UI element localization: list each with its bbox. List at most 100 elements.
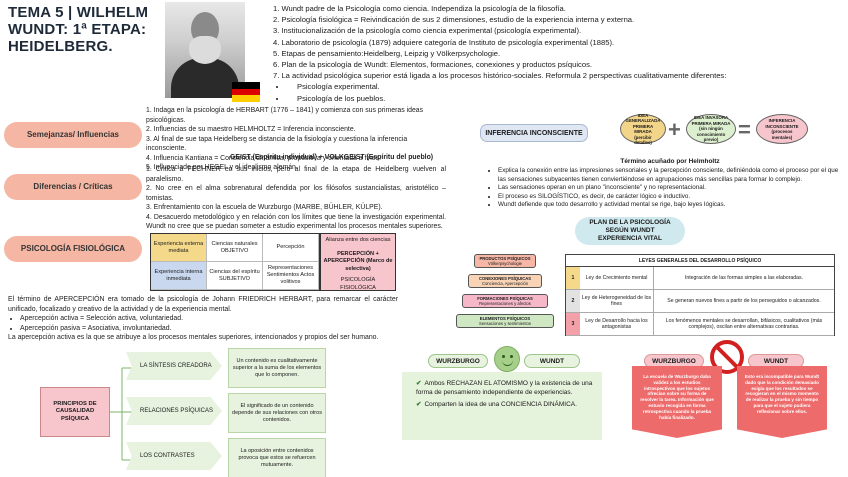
plan-tier-sub: Conciencia, Apercepción xyxy=(481,281,529,286)
wurz-green-point-text: Ambos RECHAZAN EL ATOMISMO y la existenc… xyxy=(416,380,593,396)
fisio-cell: Representaciones Sentimientos Actos voli… xyxy=(263,262,319,290)
apercepcion-intro: El término de APERCEPCIÓN era tomado de … xyxy=(8,296,398,313)
plan-tier-title: FORMACIONES PSÍQUICAS xyxy=(477,296,533,301)
wurz-green-point: ✔Comparten la idea de una CONCIENCIA DIN… xyxy=(416,401,596,410)
inferencia-point: El proceso es SILOGÍSTICO, es decir, de … xyxy=(498,193,840,202)
semejanza-item: 4. Influencia Kantiana = Conciencia diná… xyxy=(146,154,381,162)
principios-connectors xyxy=(110,367,135,461)
wurz-red-right-text: Esto era incompatible para Wundt dado qu… xyxy=(737,366,827,438)
ley-desc: Los fenómenos mentales se desarrollan, b… xyxy=(665,317,823,331)
inferencia-pill: INFERENCIA INCONSCIENTE xyxy=(480,124,588,142)
wurz-green-point-text: Comparten la idea de una CONCIENCIA DINÁ… xyxy=(424,400,577,408)
wurz-red-left-text: La escuela de Wurzburgo daba validez a l… xyxy=(632,366,722,438)
fisio-cell: Percepción xyxy=(263,234,319,262)
plan-tier-title: ELEMENTOS PSÍQUICOS xyxy=(479,316,531,321)
summary-line-3: PSICOLOGÍA FISIOLÓGICA xyxy=(340,277,376,291)
top-points-list: 1. Wundt padre de la Psicología como cie… xyxy=(265,3,845,104)
diferencias-pill: Diferencias / Críticas xyxy=(4,174,142,200)
check-icon: ✔ xyxy=(416,380,422,387)
page-title: TEMA 5 | WILHELM WUNDT: 1ª ETAPA: HEIDEL… xyxy=(8,4,149,55)
inferencia-point: Explica la conexión entre las impresione… xyxy=(498,167,840,184)
semejanza-item: 3. Al final de sue tapa Heidelberg se di… xyxy=(146,135,408,153)
inferencia-ellipse-3: INFERENCIA INCONSCIENTE (procesos mental… xyxy=(756,114,808,144)
ley-name: Ley de Desarrollo hacia los antagonistas xyxy=(580,313,654,335)
principio-label: RELACIONES PSÍQUICAS xyxy=(126,397,222,425)
inferencia-points: Explica la conexión entre las impresione… xyxy=(490,167,840,210)
plan-tier-sub: Völkerpsychologie xyxy=(488,261,522,266)
wurz-green-points: ✔Ambos RECHAZAN EL ATOMISMO y la existen… xyxy=(416,380,596,412)
wurz-red-right: WUNDT xyxy=(748,354,804,368)
leyes-table: LEYES GENERALES DEL DESARROLLO PSÍQUICO … xyxy=(565,254,835,336)
semejanzas-list: 1. Indaga en la psicología de HERBART (1… xyxy=(146,106,446,173)
check-icon: ✔ xyxy=(416,400,422,408)
top-point: 7. La actividad psicológica superior est… xyxy=(273,71,727,81)
diferencia-item: 3. Enfrentamiento con la escuela de Wurz… xyxy=(146,204,383,211)
ley-number: 1 xyxy=(566,267,580,289)
geist-line: GEIST (Espíritu individual) + VOLKGEIST … xyxy=(230,154,434,161)
semejanza-item: 2. Influencias de su maestro HELMHOLTZ =… xyxy=(146,126,356,133)
equals-icon: = xyxy=(738,117,751,142)
inferencia-point: Wundt defiende que todo desarrollo y act… xyxy=(498,201,840,210)
plan-tier-title: PRODUCTOS PSÍQUICOS xyxy=(479,256,531,261)
ley-number: 3 xyxy=(566,313,580,335)
principio-label: LOS CONTRASTES xyxy=(126,442,222,470)
diferencia-item: 1. Critica a FECHNER en sus inicios, per… xyxy=(146,166,446,183)
fisio-cell: Ciencias del espíritu SUBJETIVO xyxy=(207,262,263,290)
top-point: 4. Laboratorio de psicología (1879) adqu… xyxy=(273,37,615,47)
top-point: 5. Etapas de pensamiento:Heidelberg, Lei… xyxy=(273,48,501,58)
principio-desc: La oposición entre contenidos provoca qu… xyxy=(228,438,326,477)
ley-name: Ley de Heterogeneidad de los fines xyxy=(580,290,654,312)
plan-tier-sub: Representaciones y afectos xyxy=(479,301,531,306)
ley-desc: Integración de las formas simples a las … xyxy=(684,274,804,281)
plus-icon: + xyxy=(668,117,681,142)
wurz-green-right: WUNDT xyxy=(524,354,580,368)
ley-number: 2 xyxy=(566,290,580,312)
smiley-icon xyxy=(494,346,520,372)
apercepcion-pasiva: Apercepción pasiva = Asociativa, involun… xyxy=(20,324,400,334)
top-subpoint: Psicología de los pueblos. xyxy=(287,93,845,104)
principio-desc: El significado de un contenido depende d… xyxy=(228,393,326,433)
summary-line-2: PERCEPCIÓN + APERCEPCIÓN (Marco de selec… xyxy=(323,250,393,272)
germany-flag xyxy=(232,82,260,102)
fisiologica-summary: Alianza entre dos ciencias PERCEPCIÓN + … xyxy=(320,233,396,291)
apercepcion-types: Apercepción activa = Selección activa, v… xyxy=(20,314,400,333)
inferencia-ellipse-2: IDEA INVASORA PRIMERA MIRADA (sin ningún… xyxy=(686,114,736,144)
apercepcion-activa: Apercepción activa = Selección activa, v… xyxy=(20,314,400,324)
fisio-cell: Ciencias naturales OBJETIVO xyxy=(207,234,263,262)
semejanzas-pill: Semejanzas/ Influencias xyxy=(4,122,142,148)
principio-label: LA SÍNTESIS CREADORA xyxy=(126,352,222,380)
top-point: 6. Plan de la psicología de Wundt: Eleme… xyxy=(273,60,592,70)
plan-tier-title: CONEXIONES PSÍQUICAS xyxy=(478,276,532,281)
fisio-cell: Experiencia externa mediata xyxy=(151,234,207,262)
inferencia-ellipse-1: IDEA GENERALIZADA PRIMERA MIRADA (percib… xyxy=(620,113,666,145)
principios-center: PRINCIPIOS DE CAUSALIDAD PSÍQUICA xyxy=(40,387,110,437)
fisiologica-pill: PSICOLOGÍA FISIOLÓGICA xyxy=(4,236,142,262)
plan-title: PLAN DE LA PSICOLOGÍA SEGÚN WUNDT EXPERI… xyxy=(575,217,685,245)
summary-line-1: Alianza entre dos ciencias xyxy=(325,237,391,243)
inferencia-term: Término acuñado por Helmholtz xyxy=(620,158,720,165)
diferencia-item: 4. Desacuerdo metodológico y en relación… xyxy=(146,213,446,231)
plan-tier-sub: Sensaciones y sentimientos xyxy=(479,321,531,326)
semejanza-item: 1. Indaga en la psicología de HERBART (1… xyxy=(146,107,424,124)
leyes-title: LEYES GENERALES DEL DESARROLLO PSÍQUICO xyxy=(566,255,834,267)
semejanza-item: 5. Influenciado por HEGEL y el idealismo… xyxy=(146,164,298,171)
wurz-green-left: WURZBURGO xyxy=(428,354,488,368)
wundt-portrait xyxy=(165,2,245,98)
fisio-cell: Experiencia interna inmediata xyxy=(151,262,207,290)
diferencia-item: 2. No cree en el alma sobrenatural defen… xyxy=(146,185,446,202)
top-point: 3. Institucionalización de la psicología… xyxy=(273,26,582,36)
ley-name: Ley de Crecimiento mental xyxy=(580,267,654,289)
wurz-green-panel xyxy=(402,372,602,440)
wurz-red-left: WURZBURGO xyxy=(644,354,704,368)
diferencias-list: 1. Critica a FECHNER en sus inicios, per… xyxy=(146,165,446,232)
top-point: 2. Psicología fisiológica = Reivindicaci… xyxy=(273,15,635,25)
inferencia-point: Las sensaciones operan en un plano "inco… xyxy=(498,184,840,193)
